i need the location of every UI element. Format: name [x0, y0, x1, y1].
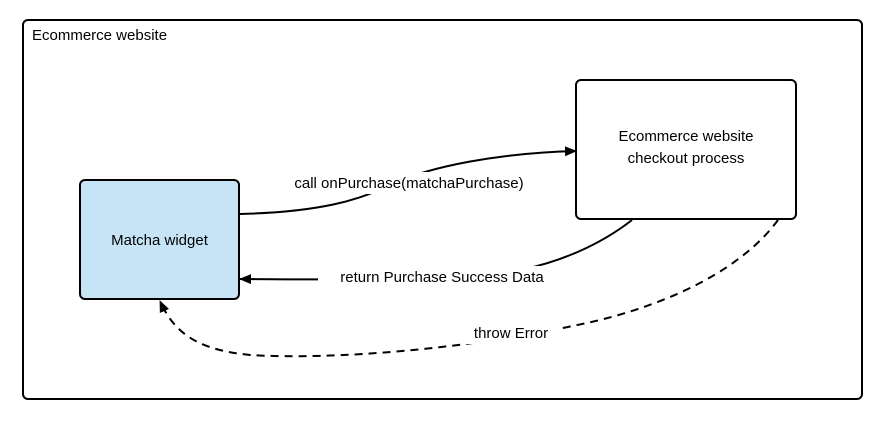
error-edge: throw Error	[159, 219, 779, 358]
call-edge-label-bg	[268, 172, 550, 194]
checkout-process-label-line2: checkout process	[628, 150, 745, 167]
return-edge: return Purchase Success Data	[239, 219, 633, 288]
checkout-process-label-line1: Ecommerce website	[618, 128, 753, 145]
error-edge-label: throw Error	[474, 325, 548, 342]
return-edge-label-bg	[318, 266, 566, 288]
error-edge-label-bg	[462, 322, 560, 344]
call-edge: call onPurchase(matchaPurchase)	[239, 146, 577, 215]
return-edge-label: return Purchase Success Data	[340, 269, 544, 286]
matcha-widget-node[interactable]: Matcha widget	[79, 179, 240, 300]
matcha-widget-box[interactable]	[79, 179, 240, 300]
checkout-process-node[interactable]: Ecommerce website checkout process	[575, 79, 797, 220]
call-edge-label: call onPurchase(matchaPurchase)	[294, 175, 523, 192]
container-title: Ecommerce website	[32, 27, 167, 44]
matcha-widget-label: Matcha widget	[111, 232, 209, 249]
error-edge-line	[159, 219, 779, 358]
